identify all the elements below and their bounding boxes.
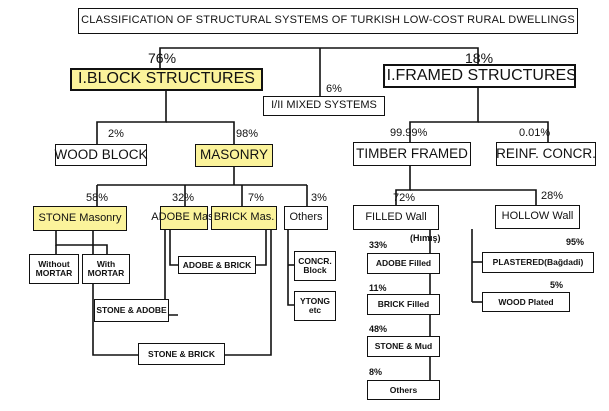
- framed-structures-box: II.FRAMED STRUCTURES: [382, 64, 577, 88]
- without-mortar-box: Without MORTAR: [29, 254, 79, 284]
- ytong-line1: YTONG: [299, 296, 331, 307]
- adobe-brick-box: ADOBE & BRICK: [178, 256, 256, 274]
- others-filled-pct: 8%: [369, 367, 383, 377]
- without-mortar-line2: MORTAR: [35, 268, 73, 278]
- reinf-concr-box: REINF. CONCR.: [496, 142, 596, 166]
- concr-block-line2: Block: [303, 265, 327, 275]
- brick-masonry-box: BRICK Mas.: [211, 206, 277, 230]
- adobe-masonry-box: ADOBE Mas.: [151, 206, 217, 230]
- ytong-line2: etc: [308, 305, 322, 315]
- mixed-systems-pct: 6%: [326, 83, 342, 95]
- others-masonry-box: Others: [284, 206, 328, 230]
- mixed-systems-box: I/II MIXED SYSTEMS: [263, 96, 385, 116]
- diagram-title: CLASSIFICATION OF STRUCTURAL SYSTEMS OF …: [78, 8, 578, 34]
- plastered-box: PLASTERED(Bağdadi): [482, 252, 594, 273]
- adobe-filled-pct: 33%: [369, 240, 388, 250]
- masonry-box: MASONRY: [195, 144, 273, 167]
- adobe-filled-box: ADOBE Filled: [367, 253, 440, 274]
- masonry-pct: 98%: [236, 128, 259, 140]
- with-mortar-line2: MORTAR: [87, 268, 125, 278]
- wood-plated-pct: 5%: [550, 280, 564, 290]
- with-mortar-line1: With: [96, 259, 116, 270]
- without-mortar-line1: Without: [38, 259, 70, 270]
- timber-framed-box: TIMBER FRAMED: [353, 142, 471, 166]
- reinf-concr-pct: 0.01%: [519, 127, 551, 139]
- block-structures-pct: 76%: [148, 50, 177, 66]
- wood-block-box: WOOD BLOCK: [55, 144, 148, 166]
- concr-block-box: CONCR. Block: [294, 251, 336, 281]
- concr-block-line1: CONCR.: [298, 256, 332, 267]
- others-masonry-pct: 3%: [311, 192, 327, 204]
- stone-mud-pct: 48%: [369, 324, 388, 334]
- ytong-box: YTONG etc: [294, 291, 336, 321]
- framed-structures-pct: 18%: [465, 50, 494, 66]
- others-filled-box: Others: [367, 380, 440, 400]
- hollow-wall-pct: 28%: [541, 190, 564, 202]
- plastered-pct: 95%: [566, 237, 585, 247]
- hollow-wall-box: HOLLOW Wall: [495, 205, 580, 229]
- stone-brick-box: STONE & BRICK: [138, 343, 225, 365]
- stone-masonry-pct: 58%: [86, 192, 109, 204]
- brick-filled-box: BRICK Filled: [367, 294, 440, 315]
- wood-block-pct: 2%: [108, 128, 124, 140]
- adobe-masonry-pct: 32%: [172, 192, 195, 204]
- stone-masonry-box: STONE Masonry: [33, 206, 127, 231]
- with-mortar-box: With MORTAR: [82, 254, 130, 284]
- brick-filled-pct: 11%: [369, 283, 387, 293]
- wood-plated-box: WOOD Plated: [482, 292, 570, 312]
- filled-wall-box: FILLED Wall: [353, 205, 439, 230]
- stone-adobe-box: STONE & ADOBE: [94, 299, 169, 322]
- block-structures-box: I.BLOCK STRUCTURES: [70, 68, 263, 91]
- brick-masonry-pct: 7%: [248, 192, 264, 204]
- timber-framed-pct: 99.99%: [390, 127, 428, 139]
- himis-note: (Hımış): [410, 233, 441, 243]
- filled-wall-pct: 72%: [393, 192, 416, 204]
- stone-mud-box: STONE & Mud: [367, 336, 440, 357]
